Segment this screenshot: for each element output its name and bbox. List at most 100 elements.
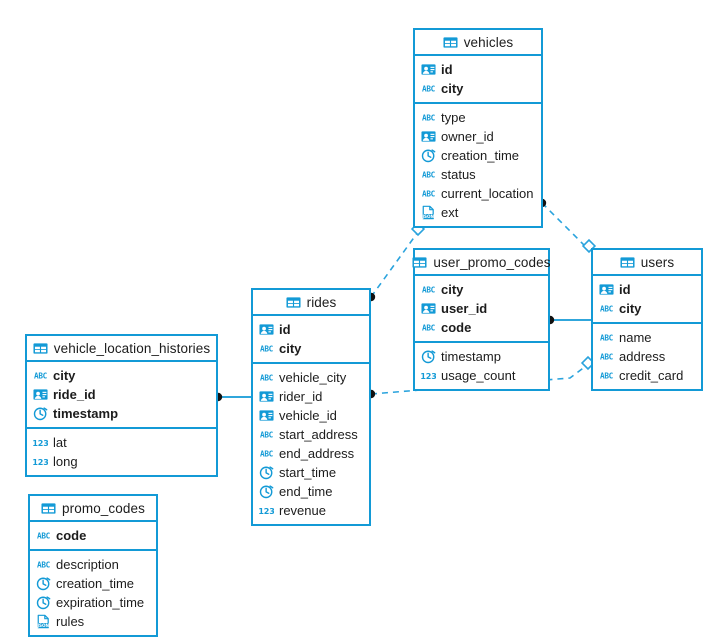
svg-text:123: 123 <box>33 458 48 467</box>
relationship-vehicles-users[interactable] <box>537 198 597 254</box>
table-header-rides[interactable]: rides <box>253 290 369 316</box>
field-row[interactable]: vehicle_id <box>253 406 369 425</box>
relationship-vlh-rides[interactable] <box>213 392 251 402</box>
123-number-icon: 123 <box>421 372 436 381</box>
field-row[interactable]: timestamp <box>27 404 216 423</box>
svg-text:ABC: ABC <box>422 324 436 333</box>
field-row[interactable]: ABC name <box>593 328 701 347</box>
abc-string-icon: ABC <box>260 431 274 440</box>
abc-string-icon: ABC <box>600 372 614 381</box>
id-card-reference-icon <box>599 284 614 295</box>
field-row[interactable]: creation_time <box>415 146 541 165</box>
svg-text:JSON: JSON <box>422 214 435 219</box>
svg-text:ABC: ABC <box>600 353 614 362</box>
field-name: name <box>619 330 652 345</box>
id-card-reference-icon <box>421 303 436 314</box>
abc-string-icon: ABC <box>422 85 436 94</box>
clock-timestamp-icon <box>259 466 274 480</box>
table-header-vehicles[interactable]: vehicles <box>415 30 541 56</box>
field-name: city <box>441 282 464 297</box>
table-header-users[interactable]: users <box>593 250 701 276</box>
field-name: ext <box>441 205 459 220</box>
123-number-icon: 123 <box>33 458 48 467</box>
table-header-promo_codes[interactable]: promo_codes <box>30 496 156 522</box>
field-row[interactable]: id <box>415 60 541 79</box>
clock-timestamp-icon <box>259 485 274 499</box>
abc-string-icon: ABC <box>600 334 614 343</box>
field-name: usage_count <box>441 368 516 383</box>
field-row[interactable]: id <box>593 280 701 299</box>
id-card-reference-icon <box>421 131 436 142</box>
field-name: credit_card <box>619 368 684 383</box>
field-row[interactable]: JSON ext <box>415 203 541 222</box>
svg-text:ABC: ABC <box>422 85 436 94</box>
svg-text:ABC: ABC <box>34 372 48 381</box>
field-row[interactable]: 123 usage_count <box>415 366 548 385</box>
field-row[interactable]: expiration_time <box>30 593 156 612</box>
field-row[interactable]: start_time <box>253 463 369 482</box>
id-card-reference-icon <box>259 324 274 335</box>
field-row[interactable]: ABC city <box>415 280 548 299</box>
table-header-vehicle_location_histories[interactable]: vehicle_location_histories <box>27 336 216 362</box>
field-row[interactable]: ABC address <box>593 347 701 366</box>
field-row[interactable]: owner_id <box>415 127 541 146</box>
relationship-upc-users[interactable] <box>545 315 591 325</box>
field-row[interactable]: ride_id <box>27 385 216 404</box>
json-document-icon: JSON <box>422 205 435 220</box>
svg-text:ABC: ABC <box>422 286 436 295</box>
123-number-icon: 123 <box>33 439 48 448</box>
svg-text:ABC: ABC <box>422 190 436 199</box>
svg-text:ABC: ABC <box>422 114 436 123</box>
field-name: id <box>441 62 453 77</box>
field-name: end_time <box>279 484 333 499</box>
field-row[interactable]: user_id <box>415 299 548 318</box>
table-icon <box>33 342 48 354</box>
field-row[interactable]: rider_id <box>253 387 369 406</box>
svg-text:ABC: ABC <box>422 171 436 180</box>
table-title: promo_codes <box>62 500 145 516</box>
table-icon <box>41 502 56 514</box>
field-row[interactable]: ABC credit_card <box>593 366 701 385</box>
field-name: rider_id <box>279 389 323 404</box>
field-name: expiration_time <box>56 595 145 610</box>
field-row[interactable]: timestamp <box>415 347 548 366</box>
field-row[interactable]: end_time <box>253 482 369 501</box>
table-header-user_promo_codes[interactable]: user_promo_codes <box>412 250 550 276</box>
field-name: address <box>619 349 666 364</box>
abc-string-icon: ABC <box>260 374 274 383</box>
svg-text:ABC: ABC <box>260 450 274 459</box>
field-name: ride_id <box>53 387 96 402</box>
svg-text:123: 123 <box>33 439 48 448</box>
field-row[interactable]: id <box>253 320 369 339</box>
field-row[interactable]: creation_time <box>30 574 156 593</box>
field-name: rules <box>56 614 85 629</box>
